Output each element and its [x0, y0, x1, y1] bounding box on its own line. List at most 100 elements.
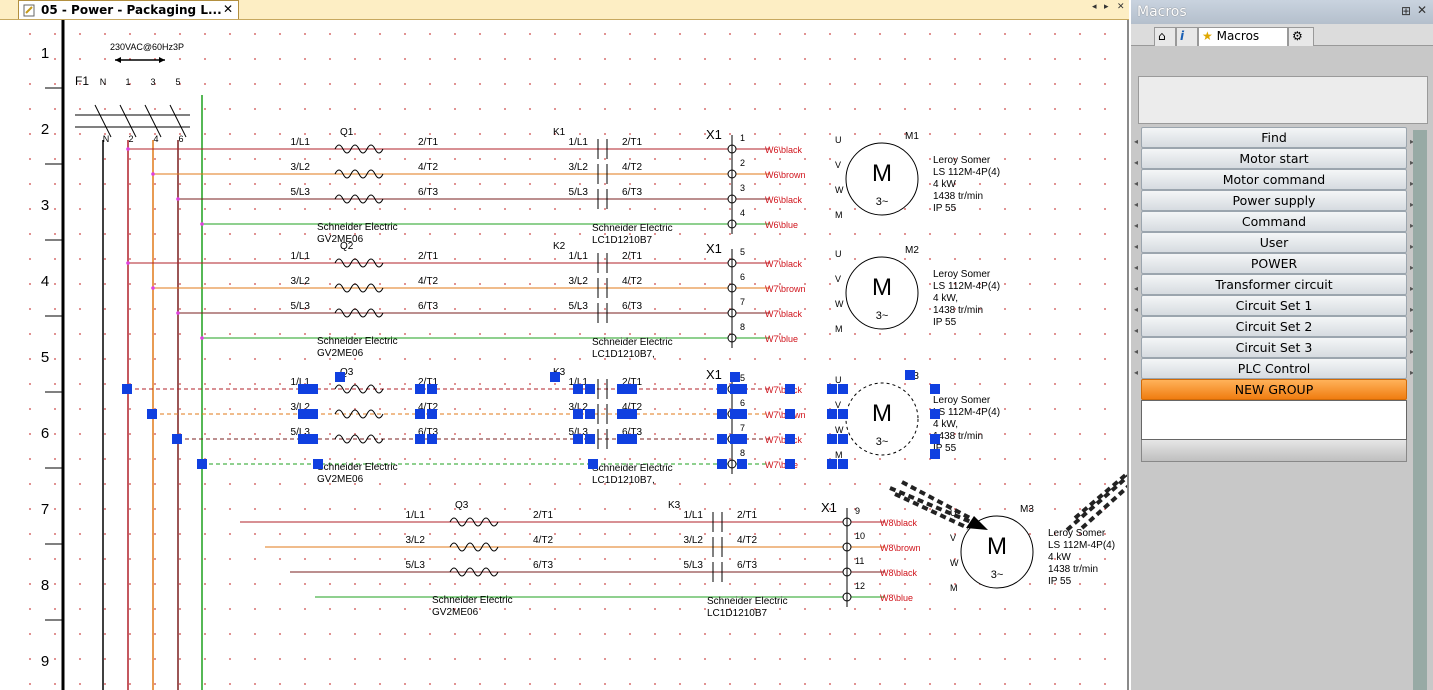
- motor-ip: IP 55: [933, 203, 957, 214]
- macro-group-item[interactable]: ◂Motor command▸: [1134, 169, 1414, 190]
- grid-dot: [954, 183, 956, 185]
- grid-dot: [1054, 133, 1056, 135]
- grid-dot: [54, 658, 56, 660]
- grid-dot: [779, 283, 781, 285]
- tab-nav-close-icon[interactable]: ✕: [1117, 2, 1125, 12]
- grid-dot: [1104, 533, 1106, 535]
- grid-dot: [754, 408, 756, 410]
- grid-dot: [929, 158, 931, 160]
- macro-group-item[interactable]: ◂PLC Control▸: [1134, 358, 1414, 379]
- terminal-number: 6: [740, 398, 745, 408]
- grid-dot: [229, 458, 231, 460]
- grid-dot: [54, 483, 56, 485]
- motor-pin: W: [950, 558, 959, 568]
- grid-dot: [254, 433, 256, 435]
- macro-group-item[interactable]: ◂Transformer circuit▸: [1134, 274, 1414, 295]
- grid-dot: [154, 683, 156, 685]
- grid-dot: [429, 508, 431, 510]
- macro-group-item[interactable]: ◂Motor start▸: [1134, 148, 1414, 169]
- grid-dot: [404, 258, 406, 260]
- grid-dot: [579, 183, 581, 185]
- grid-dot: [104, 483, 106, 485]
- grid-dot: [879, 533, 881, 535]
- selection-handle: [298, 409, 308, 419]
- grid-dot: [54, 683, 56, 685]
- grid-dot: [154, 658, 156, 660]
- selection-handle: [427, 434, 437, 444]
- grid-dot: [279, 183, 281, 185]
- grid-dot: [129, 83, 131, 85]
- grid-dot: [429, 108, 431, 110]
- grid-dot: [779, 683, 781, 685]
- breaker-label: Q1: [340, 127, 354, 138]
- tab-macros[interactable]: ★ Macros: [1198, 27, 1288, 46]
- grid-dot: [929, 558, 931, 560]
- macro-group-item[interactable]: ◂User▸: [1134, 232, 1414, 253]
- grid-dot: [504, 458, 506, 460]
- tab-home[interactable]: ⌂: [1154, 27, 1176, 46]
- document-tab[interactable]: 05 - Power - Packaging L... ✕: [18, 0, 239, 19]
- grid-dot: [79, 608, 81, 610]
- selection-handle: [308, 384, 318, 394]
- macro-group-item[interactable]: ◂Power supply▸: [1134, 190, 1414, 211]
- grid-dot: [1004, 508, 1006, 510]
- macros-panel: Macros ⊞ ✕ ⌂ i ★ Macros ⚙ ◂Find▸◂Motor s…: [1131, 0, 1433, 690]
- terminal-number: 5: [740, 373, 745, 383]
- macro-group-item[interactable]: ◂Circuit Set 1▸: [1134, 295, 1414, 316]
- grid-dot: [604, 358, 606, 360]
- grid-dot: [979, 433, 981, 435]
- macro-group-item[interactable]: ◂POWER▸: [1134, 253, 1414, 274]
- macro-drop-area[interactable]: [1141, 400, 1407, 440]
- grid-dot: [304, 258, 306, 260]
- grid-dot: [129, 583, 131, 585]
- grid-dot: [929, 483, 931, 485]
- grid-dot: [729, 608, 731, 610]
- tab-nav-left-icon[interactable]: ◂: [1092, 2, 1097, 12]
- grid-dot: [554, 33, 556, 35]
- contactor-pin-in: 3/L2: [569, 276, 589, 287]
- macro-group-item[interactable]: ◂Circuit Set 2▸: [1134, 316, 1414, 337]
- grid-dot: [454, 433, 456, 435]
- pin-icon[interactable]: ⊞: [1400, 4, 1411, 18]
- breaker-ref: GV2ME06: [317, 348, 364, 359]
- grid-dot: [854, 558, 856, 560]
- macro-group-item[interactable]: ◂Find▸: [1134, 127, 1414, 148]
- grid-dot: [1104, 33, 1106, 35]
- grid-dot: [1079, 508, 1081, 510]
- macro-group-item[interactable]: ◂Command▸: [1134, 211, 1414, 232]
- motor-model: LS 112M-4P(4): [933, 167, 1000, 178]
- grid-dot: [954, 583, 956, 585]
- grid-dot: [604, 483, 606, 485]
- expand-left-icon: ◂: [1134, 242, 1139, 251]
- grid-dot: [779, 508, 781, 510]
- grid-dot: [454, 158, 456, 160]
- contactor-pin-in: 3/L2: [569, 402, 589, 413]
- grid-dot: [404, 683, 406, 685]
- tab-nav-right-icon[interactable]: ▸: [1104, 2, 1109, 12]
- grid-dot: [729, 533, 731, 535]
- grid-dot: [254, 508, 256, 510]
- breaker-pin-out: 2/T1: [418, 137, 438, 148]
- grid-dot: [554, 133, 556, 135]
- tab-info[interactable]: i: [1176, 27, 1198, 46]
- grid-dot: [254, 83, 256, 85]
- grid-dot: [929, 608, 931, 610]
- tab-settings[interactable]: ⚙: [1288, 27, 1314, 46]
- grid-dot: [179, 508, 181, 510]
- macro-group-new[interactable]: NEW GROUP: [1141, 379, 1407, 400]
- grid-dot: [104, 133, 106, 135]
- grid-dot: [579, 608, 581, 610]
- grid-dot: [704, 333, 706, 335]
- grid-dot: [79, 508, 81, 510]
- grid-dot: [904, 83, 906, 85]
- scrollbar[interactable]: [1413, 130, 1427, 690]
- grid-dot: [254, 233, 256, 235]
- macro-group-item[interactable]: ◂Circuit Set 3▸: [1134, 337, 1414, 358]
- contactor-brand: Schneider Electric: [707, 596, 788, 607]
- grid-dot: [754, 158, 756, 160]
- close-icon[interactable]: ✕: [222, 2, 233, 16]
- close-icon[interactable]: ✕: [1416, 3, 1427, 17]
- grid-dot: [104, 233, 106, 235]
